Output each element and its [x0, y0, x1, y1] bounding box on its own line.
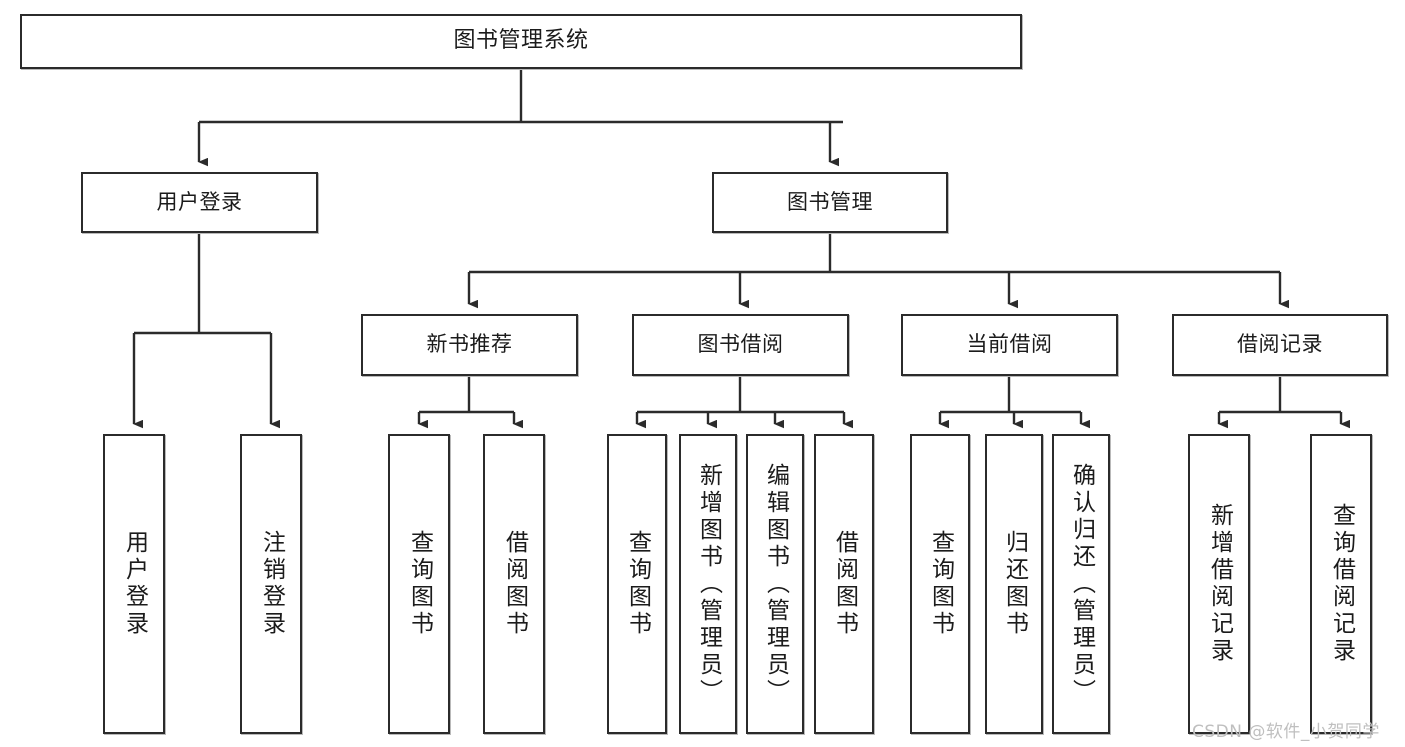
node-book-manage[interactable]: 图书管理 — [712, 172, 948, 233]
node-new-book-rec-label: 新书推荐 — [426, 332, 513, 357]
node-user-login[interactable]: 用户登录 — [81, 172, 318, 233]
node-leaf-add-record[interactable]: 新增借阅记录 — [1188, 434, 1250, 734]
node-root[interactable]: 图书管理系统 — [20, 14, 1022, 69]
node-leaf-user-login[interactable]: 用户登录 — [103, 434, 165, 734]
watermark-text: CSDN @软件_小贺同学 — [1192, 722, 1380, 742]
node-leaf-query-record-label: 查询借阅记录 — [1328, 503, 1355, 665]
node-leaf-user-login-label: 用户登录 — [121, 530, 148, 638]
node-leaf-add-record-label: 新增借阅记录 — [1206, 503, 1233, 665]
node-user-login-label: 用户登录 — [156, 189, 243, 214]
node-book-borrow-label: 图书借阅 — [697, 332, 784, 357]
node-leaf-edit-book-label: 编辑图书（管理员） — [762, 462, 789, 706]
node-leaf-borrow-book-rec[interactable]: 借阅图书 — [483, 434, 545, 734]
node-root-label: 图书管理系统 — [453, 28, 589, 54]
node-borrow-record-label: 借阅记录 — [1237, 332, 1323, 357]
node-new-book-rec[interactable]: 新书推荐 — [361, 314, 578, 376]
node-leaf-query-book-borrow-label: 查询图书 — [624, 530, 651, 638]
node-current-borrow-label: 当前借阅 — [966, 332, 1053, 357]
node-leaf-query-book-rec-label: 查询图书 — [406, 530, 433, 638]
node-leaf-borrow-book-label: 借阅图书 — [831, 530, 858, 638]
node-book-manage-label: 图书管理 — [787, 189, 873, 214]
node-leaf-query-record[interactable]: 查询借阅记录 — [1310, 434, 1372, 734]
node-leaf-query-book-borrow[interactable]: 查询图书 — [607, 434, 667, 734]
node-leaf-query-book-cur-label: 查询图书 — [927, 530, 954, 638]
node-leaf-confirm-return[interactable]: 确认归还（管理员） — [1052, 434, 1110, 734]
node-leaf-query-book-cur[interactable]: 查询图书 — [910, 434, 970, 734]
node-current-borrow[interactable]: 当前借阅 — [901, 314, 1118, 376]
node-leaf-add-book-label: 新增图书（管理员） — [695, 462, 722, 706]
node-book-borrow[interactable]: 图书借阅 — [632, 314, 849, 376]
node-leaf-edit-book[interactable]: 编辑图书（管理员） — [746, 434, 804, 734]
node-leaf-borrow-book-rec-label: 借阅图书 — [501, 530, 528, 638]
node-leaf-user-logout-label: 注销登录 — [258, 530, 285, 638]
node-leaf-query-book-rec[interactable]: 查询图书 — [388, 434, 450, 734]
node-leaf-borrow-book[interactable]: 借阅图书 — [814, 434, 874, 734]
node-borrow-record[interactable]: 借阅记录 — [1172, 314, 1388, 376]
node-leaf-confirm-return-label: 确认归还（管理员） — [1068, 462, 1095, 706]
node-leaf-user-logout[interactable]: 注销登录 — [240, 434, 302, 734]
node-leaf-return-book[interactable]: 归还图书 — [985, 434, 1043, 734]
node-leaf-return-book-label: 归还图书 — [1001, 530, 1028, 638]
node-leaf-add-book[interactable]: 新增图书（管理员） — [679, 434, 737, 734]
